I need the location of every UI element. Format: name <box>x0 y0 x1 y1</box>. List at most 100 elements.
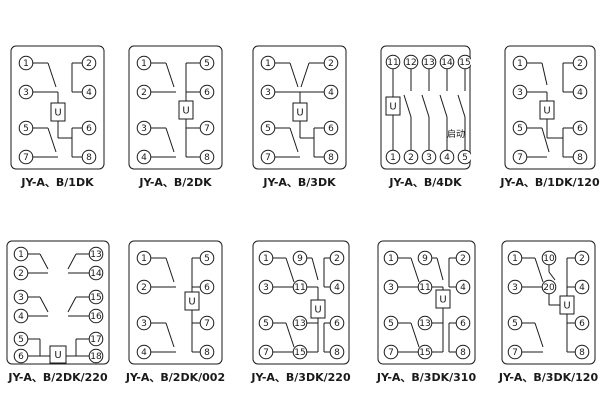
terminal-1-label: 1 <box>18 250 24 260</box>
terminal-6-label: 6 <box>328 124 334 134</box>
terminal-8 <box>81 149 97 165</box>
terminal-7-label: 7 <box>204 124 210 134</box>
terminal-6-label: 6 <box>460 319 466 329</box>
diagram-border <box>380 45 471 170</box>
terminal-6 <box>13 348 29 364</box>
terminal-15 <box>457 54 471 70</box>
diagram-label-3dk-310: JY-A、B/3DK/310 <box>376 371 477 384</box>
terminal-7-label: 7 <box>263 348 269 358</box>
terminal-4-label: 4 <box>579 283 585 293</box>
terminal-4 <box>329 279 345 295</box>
terminal-6 <box>455 315 471 331</box>
terminal-2-label: 2 <box>408 153 414 163</box>
terminal-2 <box>136 279 152 295</box>
terminal-2-label: 2 <box>86 59 92 69</box>
terminal-4-label: 4 <box>18 312 24 322</box>
terminal-2-label: 2 <box>460 254 466 264</box>
diagram-border <box>6 240 110 365</box>
terminal-13 <box>88 246 104 262</box>
terminal-7-label: 7 <box>265 153 271 163</box>
wire <box>67 253 77 270</box>
diagram-label-2dk-220: JY-A、B/2DK/220 <box>8 371 108 384</box>
terminal-5 <box>507 315 523 331</box>
wire <box>67 296 77 313</box>
terminal-4-label: 4 <box>328 88 334 98</box>
diagram-border <box>501 240 596 365</box>
terminal-6 <box>329 315 345 331</box>
terminal-18-label: 18 <box>90 352 102 362</box>
terminal-20 <box>541 279 557 295</box>
terminal-2 <box>136 84 152 100</box>
terminal-4-label: 4 <box>577 88 583 98</box>
terminal-13-label: 13 <box>294 319 305 329</box>
terminal-2 <box>574 250 590 266</box>
diagram-border <box>377 240 476 365</box>
terminal-15 <box>292 344 308 360</box>
terminal-7-label: 7 <box>512 348 518 358</box>
terminal-7 <box>199 120 215 136</box>
terminal-3 <box>260 84 276 100</box>
terminal-5 <box>383 315 399 331</box>
terminal-11 <box>292 279 308 295</box>
terminal-6 <box>572 120 588 136</box>
terminal-11-label: 11 <box>387 58 398 68</box>
terminal-8-label: 8 <box>334 348 340 358</box>
terminal-2-label: 2 <box>328 59 334 69</box>
coil-box <box>49 345 67 364</box>
terminal-2-label: 2 <box>577 59 583 69</box>
terminal-8-label: 8 <box>460 348 466 358</box>
terminal-5 <box>199 55 215 71</box>
wire <box>285 257 295 283</box>
terminal-8 <box>199 344 215 360</box>
diagram-border <box>252 45 347 170</box>
wire <box>439 94 448 118</box>
terminal-11 <box>385 54 401 70</box>
coil-label: U <box>188 297 195 308</box>
terminal-1 <box>136 55 152 71</box>
wire <box>47 127 57 153</box>
coil-box <box>435 289 451 309</box>
wire <box>165 62 175 88</box>
terminal-7 <box>260 149 276 165</box>
terminal-7 <box>18 149 34 165</box>
terminal-8 <box>574 344 590 360</box>
terminal-3-label: 3 <box>263 283 269 293</box>
terminal-4 <box>136 344 152 360</box>
diagram-label-3dk-220: JY-A、B/3DK/220 <box>251 371 351 384</box>
terminal-7-label: 7 <box>204 319 210 329</box>
coil-label: U <box>543 106 550 117</box>
wire <box>289 127 299 153</box>
terminal-13-label: 13 <box>90 250 101 260</box>
terminal-6-label: 6 <box>577 124 583 134</box>
wire <box>534 322 544 348</box>
terminal-12-label: 12 <box>405 58 416 68</box>
terminal-13-label: 13 <box>423 58 434 68</box>
terminal-4-label: 4 <box>141 153 147 163</box>
terminal-15-label: 15 <box>90 293 101 303</box>
terminal-3-label: 3 <box>141 124 147 134</box>
coil-box <box>178 100 194 120</box>
terminal-5-label: 5 <box>18 335 24 345</box>
terminal-6 <box>574 315 590 331</box>
wire <box>165 322 175 348</box>
terminal-2 <box>403 149 419 165</box>
coil-label: U <box>563 301 570 312</box>
diagram-label-4dk: JY-A、B/4DK <box>389 176 462 189</box>
wire <box>403 94 412 118</box>
terminal-1 <box>512 55 528 71</box>
wire <box>410 322 420 348</box>
terminal-5-label: 5 <box>388 319 394 329</box>
terminal-4-label: 4 <box>334 283 340 293</box>
diagram-border <box>10 45 105 170</box>
terminal-2 <box>455 250 471 266</box>
terminal-11-label: 11 <box>419 283 430 293</box>
